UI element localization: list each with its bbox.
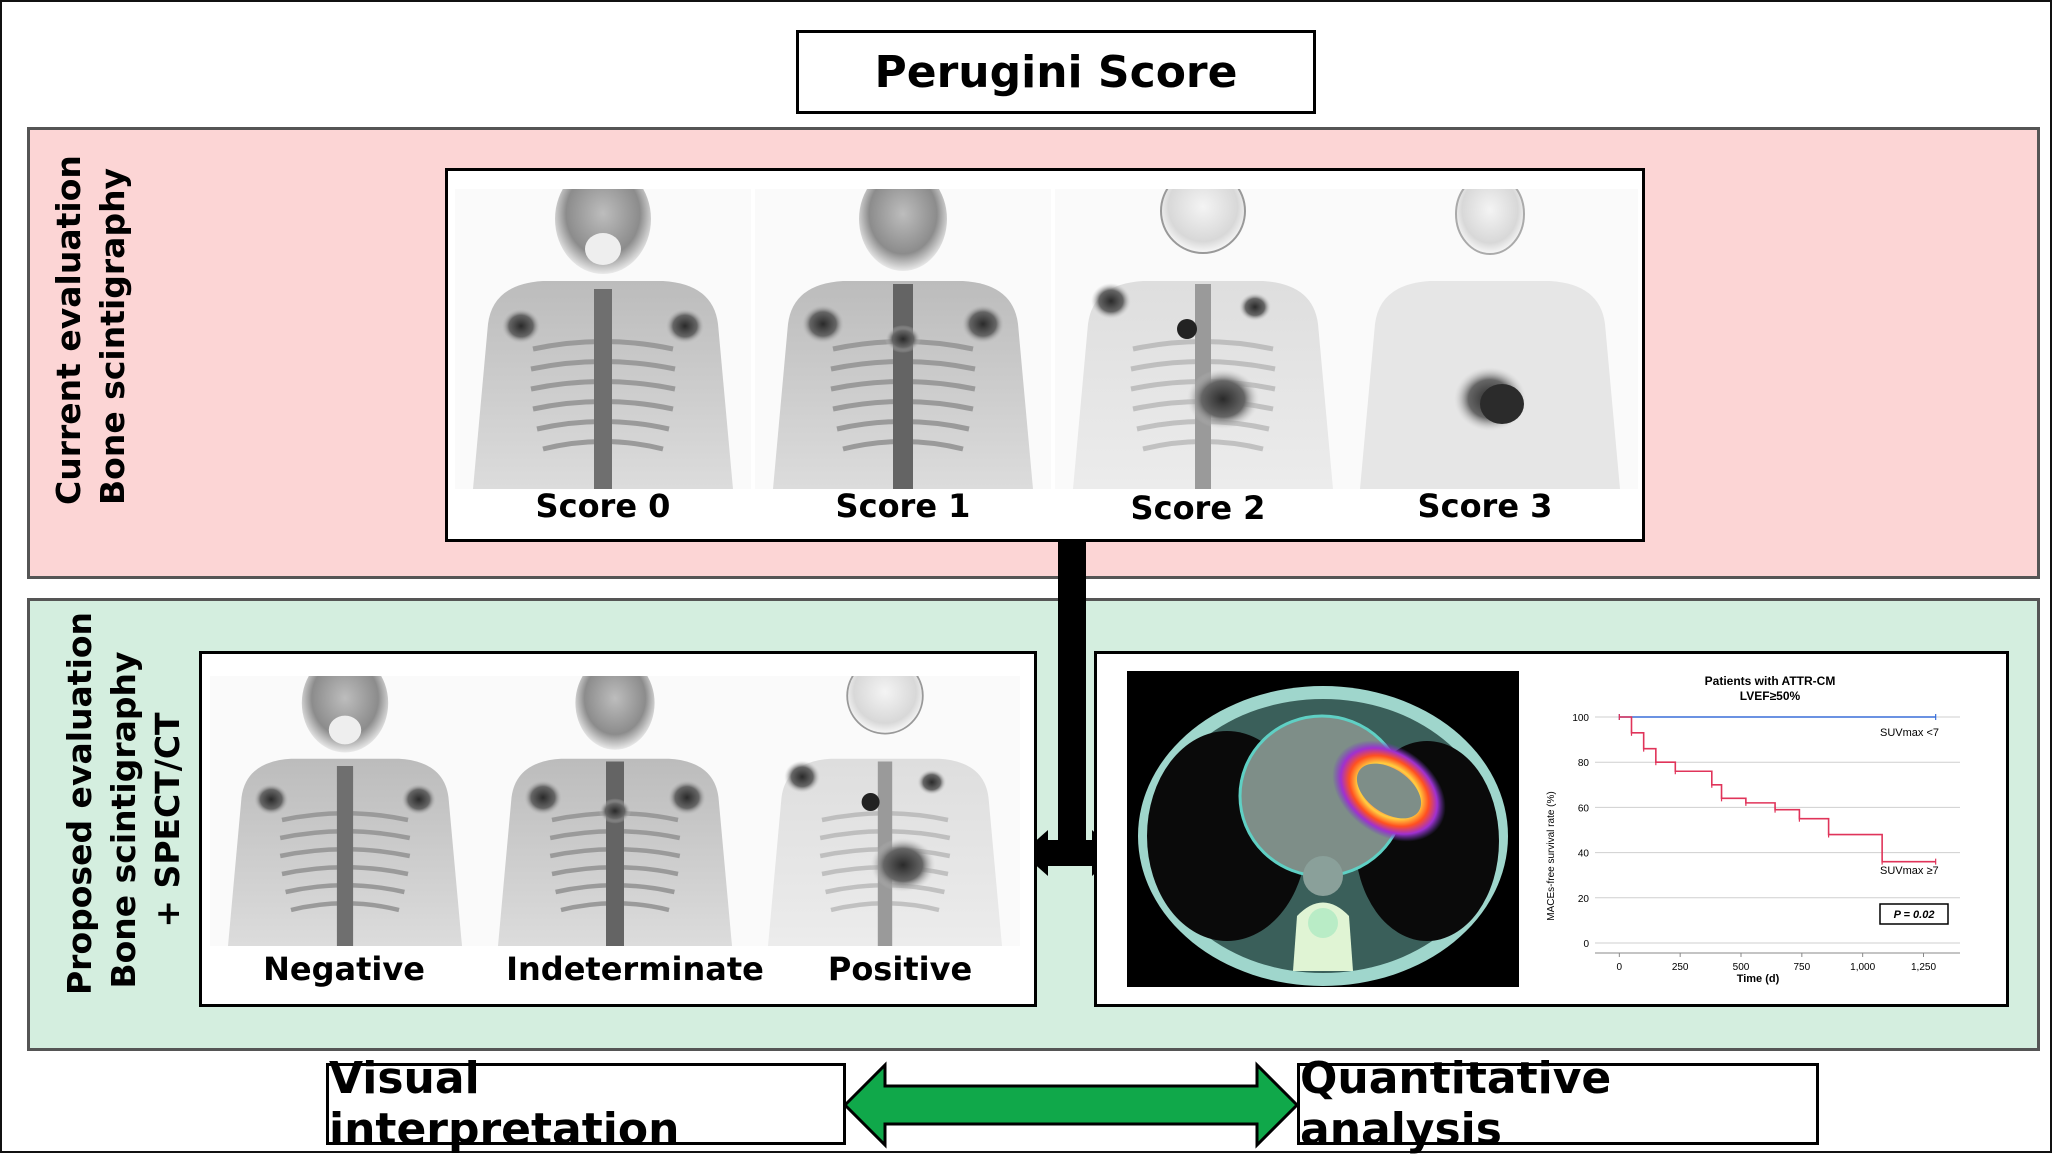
scan-score-0 [455, 189, 751, 489]
km-high-label: SUVmax ≥7 [1880, 865, 1939, 877]
current-evaluation-label: Current evaluation Bone scintigraphy [49, 155, 132, 505]
scan-score-2 [1055, 189, 1351, 489]
quantitative-analysis-box: Quantitative analysis [1297, 1053, 1819, 1155]
caption-score-2: Score 2 [1130, 489, 1266, 527]
km-x-tick-label: 500 [1733, 962, 1750, 973]
km-ylabel: MACEs-free survival rate (%) [1546, 791, 1557, 920]
km-y-tick-label: 20 [1578, 894, 1590, 905]
caption-indeterminate: Indeterminate [506, 950, 764, 988]
km-pvalue: P = 0.02 [1894, 909, 1935, 921]
km-y-tick-label: 40 [1578, 849, 1590, 860]
km-x-tick-label: 0 [1617, 962, 1623, 973]
caption-positive: Positive [827, 950, 973, 988]
km-x-tick-label: 750 [1793, 962, 1810, 973]
caption-score-0: Score 0 [535, 487, 671, 525]
km-y-tick-label: 0 [1583, 939, 1589, 950]
scan-indeterminate [480, 676, 750, 946]
caption-negative: Negative [263, 950, 425, 988]
proposed-evaluation-label: Proposed evaluation Bone scintigraphy + … [60, 611, 187, 995]
current-scans [455, 189, 1638, 489]
km-chart: Patients with ATTR-CM LVEF≥50% 0 20 40 60 80… [1540, 670, 1972, 988]
proposed-scans-box: Negative Indeterminate Positive [199, 651, 1037, 1007]
km-title-line1: Patients with ATTR-CM [1705, 674, 1836, 688]
km-title-line2: LVEF≥50% [1740, 689, 1801, 703]
scan-score-1 [755, 189, 1051, 489]
km-y-tick-label: 80 [1578, 758, 1590, 769]
km-x-ticks: 0 250 500 750 1,000 1,250 [1595, 952, 1960, 973]
scan-positive [750, 676, 1020, 946]
km-y-tick-label: 100 [1572, 713, 1589, 724]
km-x-tick-label: 1,000 [1850, 962, 1875, 973]
caption-score-3: Score 3 [1417, 487, 1553, 525]
quantitative-panel-box: Patients with ATTR-CM LVEF≥50% 0 20 40 60 80… [1094, 651, 2009, 1007]
km-low-label: SUVmax <7 [1880, 727, 1939, 739]
km-y-ticks: 0 20 40 60 80 100 [1572, 713, 1589, 950]
km-y-tick-label: 60 [1578, 803, 1590, 814]
km-xlabel: Time (d) [1737, 973, 1780, 985]
spect-ct-image [1127, 671, 1519, 987]
visual-interpretation-box: Visual interpretation [326, 1053, 846, 1155]
current-scans-box: Score 0 Score 1 Score 2 Score 3 [445, 168, 1645, 542]
km-x-tick-label: 1,250 [1911, 962, 1936, 973]
km-series [1618, 714, 1937, 865]
figure-title: Perugini Score [874, 46, 1238, 98]
visual-interpretation-label: Visual interpretation [329, 1053, 680, 1155]
km-x-tick-label: 250 [1672, 962, 1689, 973]
scan-negative [210, 676, 480, 946]
km-pvalue-box [1879, 903, 1949, 925]
caption-score-1: Score 1 [835, 487, 971, 525]
scan-score-3 [1342, 189, 1638, 489]
proposed-scans [210, 676, 1020, 946]
title-box: Perugini Score [796, 30, 1316, 114]
quantitative-analysis-label: Quantitative analysis [1300, 1053, 1612, 1155]
